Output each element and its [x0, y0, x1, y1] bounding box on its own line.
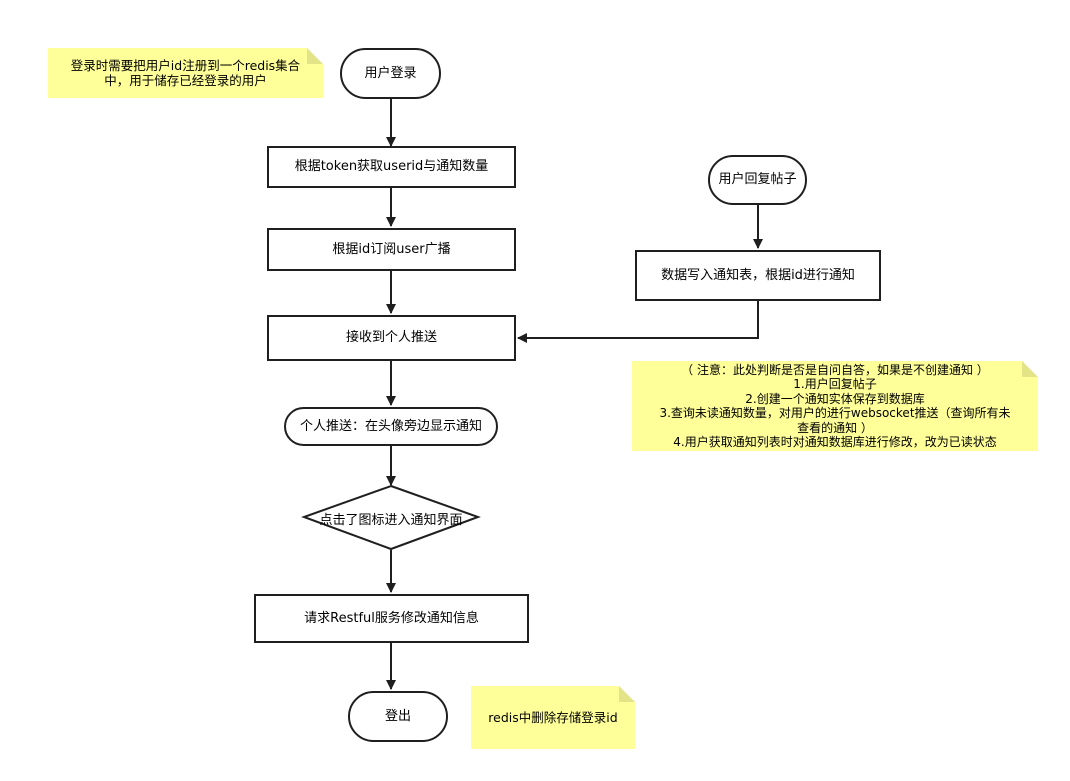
write-notice-label: 数据写入通知表，根据id进行通知: [661, 267, 855, 283]
login-note: 登录时需要把用户id注册到一个redis集合 中，用于储存已经登录的用户: [48, 48, 323, 98]
reply-note-line: 4.用户获取通知列表时对通知数据库进行修改，改为已读状态: [673, 435, 997, 449]
reply-note-line: 2.创建一个通知实体保存到数据库: [745, 391, 925, 406]
receive-push-label: 接收到个人推送: [345, 330, 437, 345]
logout-note: redis中删除存储登录id: [471, 686, 635, 749]
write-notice-node: 数据写入通知表，根据id进行通知: [635, 250, 881, 301]
request-restful-label: 请求Restful服务修改通知信息: [304, 610, 479, 626]
reply-post-label: 用户回复帖子: [718, 172, 797, 187]
show-notice-node: 个人推送：在头像旁边显示通知: [284, 407, 498, 446]
login-note-line: 中，用于储存已经登录的用户: [104, 73, 267, 88]
login-label: 用户登录: [364, 65, 417, 81]
get-userid-label: 根据token获取userid与通知数量: [294, 159, 489, 174]
reply-note-line: 3.查询未读通知数量，对用户的进行websocket推送（查询所有未: [659, 406, 1011, 420]
reply-note-line: 查看的通知 ）: [797, 420, 873, 435]
reply-note-line: 1.用户回复帖子: [793, 377, 877, 391]
logout-note-label: redis中删除存储登录id: [488, 710, 618, 725]
note-fold-icon: [619, 686, 635, 702]
subscribe-label: 根据id订阅user广播: [332, 241, 451, 257]
note-fold-icon: [1022, 361, 1038, 377]
request-restful-node: 请求Restful服务修改通知信息: [254, 594, 529, 643]
logout-node: 登出: [348, 691, 448, 742]
receive-push-node: 接收到个人推送: [267, 315, 516, 361]
decision-diamond: [301, 484, 481, 551]
get-userid-node: 根据token获取userid与通知数量: [267, 146, 516, 188]
logout-label: 登出: [384, 708, 411, 724]
show-notice-label: 个人推送：在头像旁边显示通知: [299, 418, 482, 434]
login-note-line: 登录时需要把用户id注册到一个redis集合: [70, 58, 301, 73]
note-fold-icon: [307, 48, 323, 64]
click-icon-label: 点击了图标进入通知界面: [319, 513, 463, 528]
arrow-write-to-receive: [517, 301, 759, 343]
reply-note: （ 注意：此处判断是否是自问自答，如果是不创建通知 ） 1.用户回复帖子 2.创…: [632, 361, 1038, 451]
subscribe-node: 根据id订阅user广播: [267, 228, 516, 271]
login-node: 用户登录: [340, 48, 441, 99]
reply-post-node: 用户回复帖子: [708, 155, 807, 205]
reply-note-line: （ 注意：此处判断是否是自问自答，如果是不创建通知 ）: [681, 362, 989, 377]
